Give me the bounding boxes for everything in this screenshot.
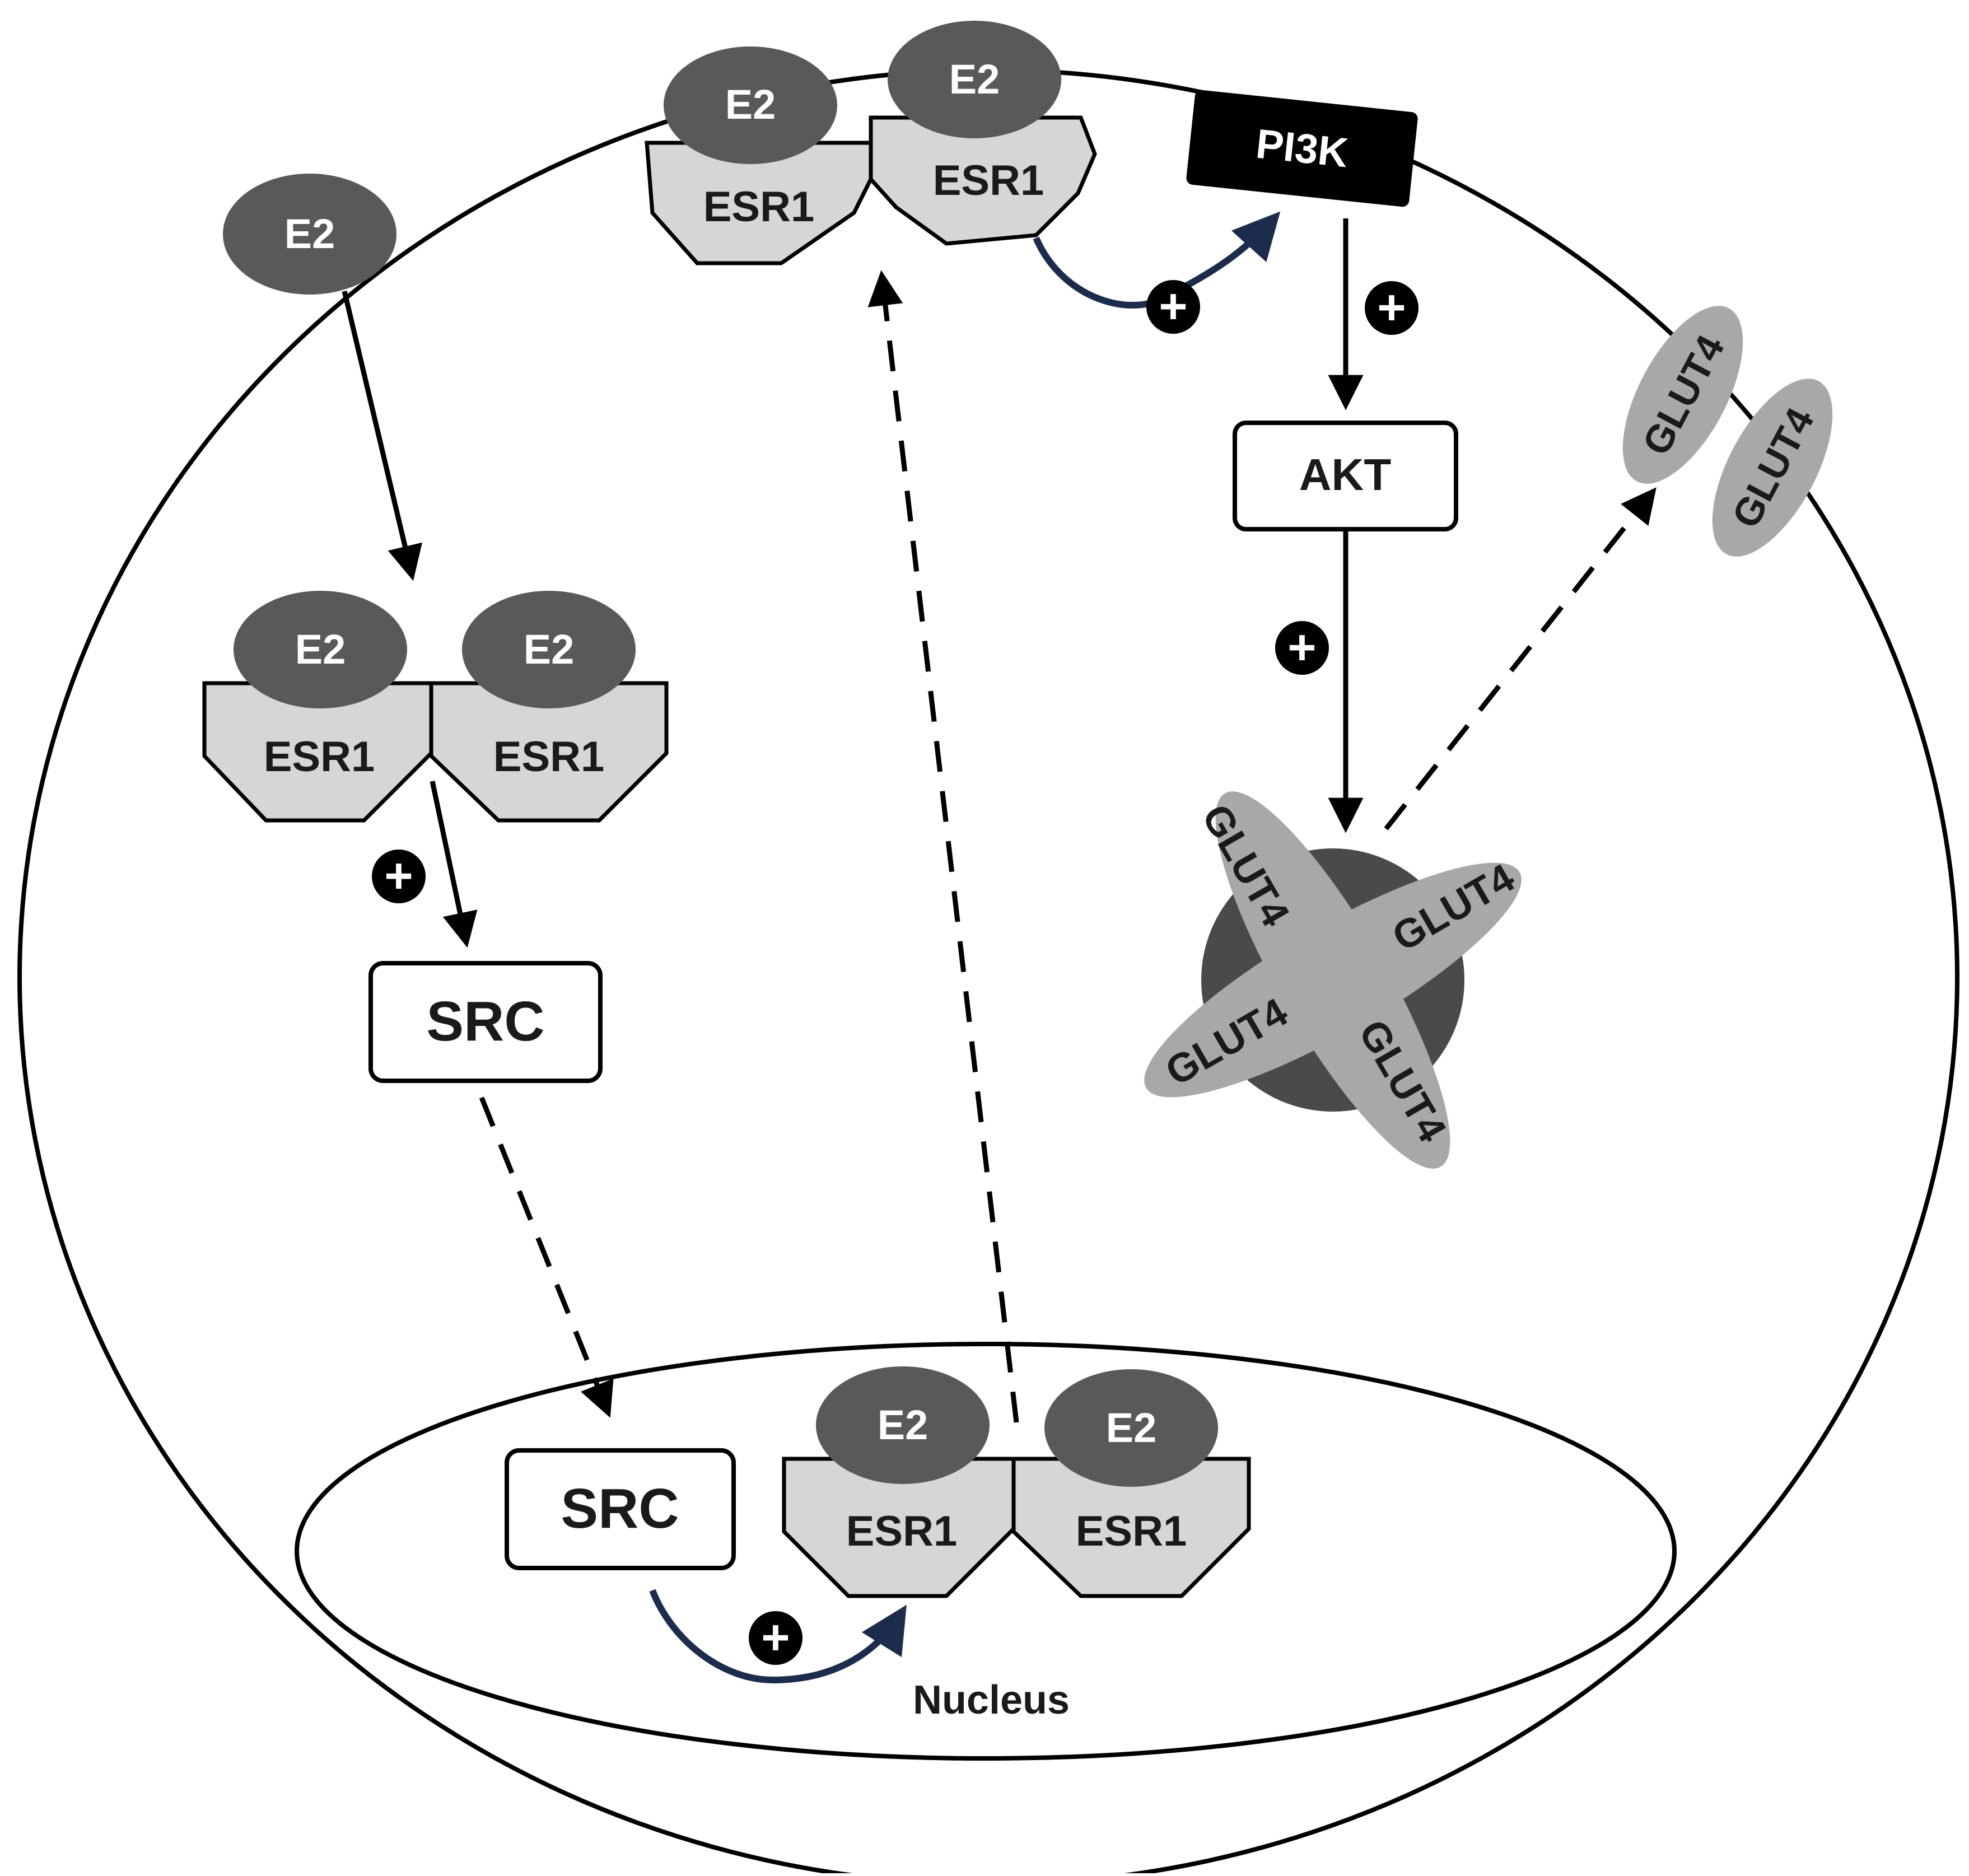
arrow-src-to-nucleus bbox=[479, 1096, 614, 1418]
arrow-src-to-nuclear-esr1 bbox=[649, 1589, 907, 1684]
svg-text:+: + bbox=[761, 1609, 790, 1665]
svg-text:+: + bbox=[1287, 619, 1316, 675]
svg-text:AKT: AKT bbox=[1299, 450, 1392, 500]
src-nucleus-box: SRC bbox=[505, 1448, 736, 1570]
svg-text:ESR1: ESR1 bbox=[703, 183, 815, 231]
free-e2: E2 bbox=[223, 174, 396, 295]
plus-esr1-src: + bbox=[372, 848, 426, 903]
akt-box: AKT bbox=[1233, 421, 1458, 531]
svg-text:+: + bbox=[1159, 278, 1187, 334]
pi3k-box: PI3K bbox=[1186, 90, 1418, 207]
svg-text:SRC: SRC bbox=[561, 1477, 679, 1540]
svg-text:ESR1: ESR1 bbox=[933, 157, 1044, 204]
arrow-glut4-translocation bbox=[1384, 487, 1657, 830]
svg-text:E2: E2 bbox=[878, 1402, 928, 1448]
plus-src-esr1-nucleus: + bbox=[749, 1609, 802, 1665]
membrane-glut4-pair: GLUT4 GLUT4 bbox=[1622, 306, 1833, 557]
svg-text:ESR1: ESR1 bbox=[264, 733, 375, 781]
arrow-e2-to-esr1 bbox=[342, 290, 422, 581]
svg-text:SRC: SRC bbox=[426, 990, 544, 1053]
svg-text:+: + bbox=[1377, 279, 1406, 335]
esr1-nuc-right bbox=[1011, 1457, 1251, 1598]
cell-membrane bbox=[17, 68, 1959, 1876]
svg-text:E2: E2 bbox=[284, 211, 335, 257]
e2-cyto-right bbox=[462, 591, 636, 708]
glut4-oval-b bbox=[1215, 791, 1450, 1169]
e2-membrane-left bbox=[664, 46, 837, 164]
nucleus-label: Nucleus bbox=[913, 1678, 1070, 1723]
svg-text:ESR1: ESR1 bbox=[1076, 1508, 1187, 1555]
svg-text:E2: E2 bbox=[1106, 1404, 1157, 1451]
esr1-membrane-right bbox=[869, 115, 1097, 246]
src-cytoplasm-box: SRC bbox=[368, 961, 603, 1083]
e2-nuc-left bbox=[816, 1366, 990, 1484]
svg-text:PI3K: PI3K bbox=[1254, 120, 1350, 176]
svg-text:E2: E2 bbox=[949, 56, 1000, 102]
e2-nuc-right bbox=[1044, 1369, 1218, 1487]
esr1-cyto-right bbox=[429, 681, 669, 823]
svg-text:E2: E2 bbox=[295, 626, 346, 673]
plus-esr1-pi3k: + bbox=[1146, 278, 1200, 334]
nucleus-envelope bbox=[295, 1342, 1677, 1761]
svg-text:E2: E2 bbox=[524, 626, 575, 673]
svg-text:ESR1: ESR1 bbox=[493, 733, 605, 781]
arrow-nuclear-esr1-to-membrane bbox=[867, 270, 1019, 1423]
plus-akt-glut4: + bbox=[1275, 619, 1329, 675]
glut4-vesicle: GLUT4 GLUT4 GLUT4 GLUT4 bbox=[1144, 791, 1522, 1169]
plus-pi3k-akt: + bbox=[1365, 279, 1419, 335]
membrane-esr1-dimer: E2 E2 ESR1 ESR1 bbox=[645, 21, 1097, 265]
arrow-esr1-to-src bbox=[430, 781, 478, 948]
svg-text:+: + bbox=[384, 848, 413, 903]
membrane-glut4-b bbox=[1712, 379, 1833, 557]
membrane-glut4-a bbox=[1622, 306, 1743, 484]
e2-cyto-left bbox=[234, 591, 407, 708]
e2-membrane-right bbox=[888, 21, 1061, 138]
nuclear-esr1-dimer: E2 E2 ESR1 ESR1 bbox=[782, 1366, 1251, 1598]
cytoplasmic-esr1-dimer: E2 E2 ESR1 ESR1 bbox=[202, 591, 669, 823]
svg-text:ESR1: ESR1 bbox=[846, 1508, 958, 1555]
svg-text:E2: E2 bbox=[725, 81, 776, 128]
